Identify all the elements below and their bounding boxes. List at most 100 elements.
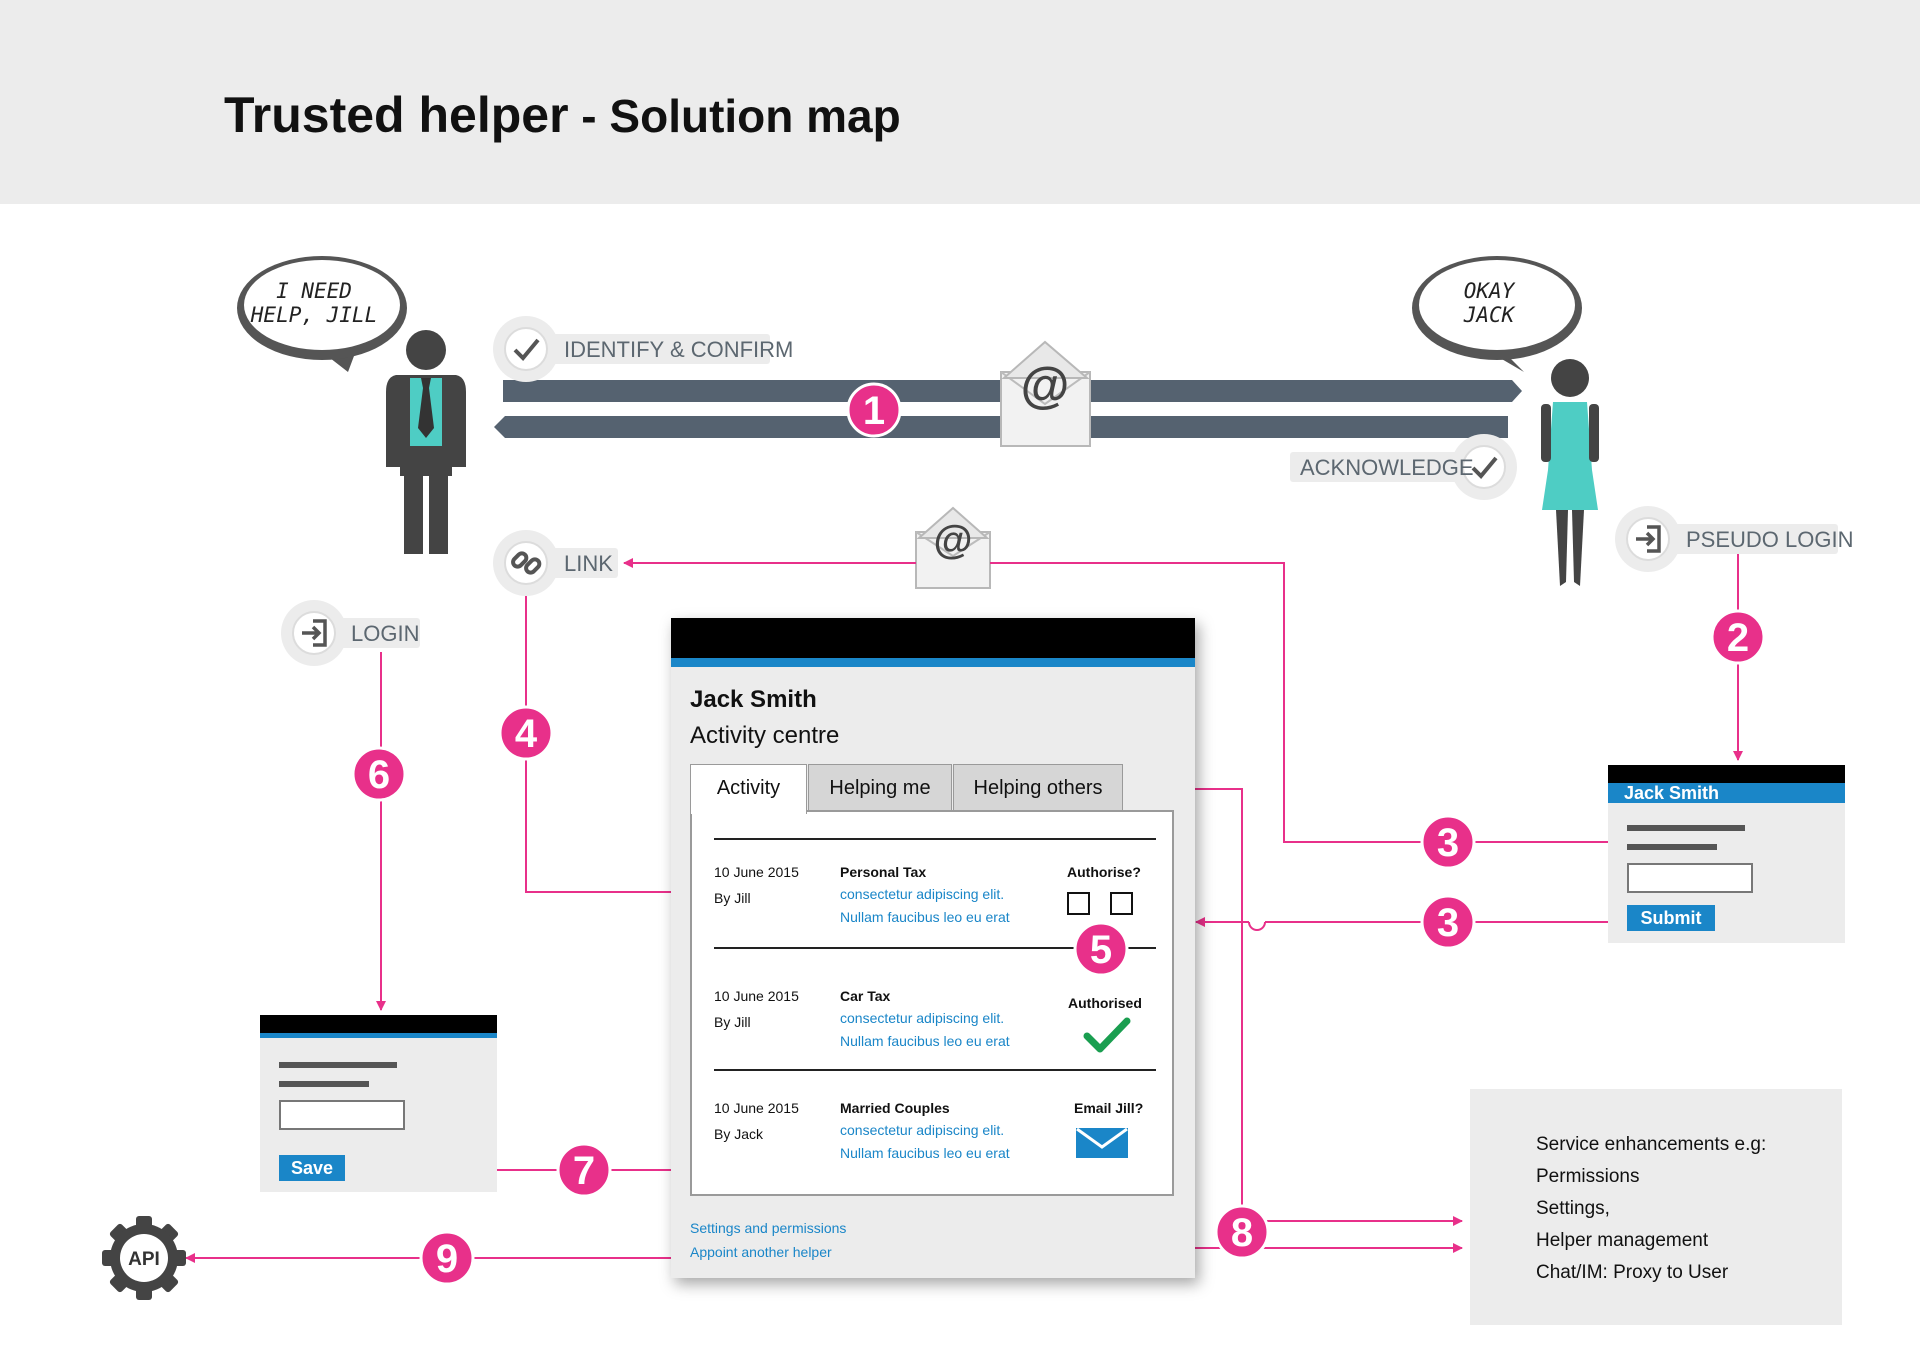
email-envelope-icon: @ (1000, 340, 1091, 447)
jill-bubble-line2: JACK (1463, 303, 1516, 327)
row-divider (714, 947, 1156, 949)
row-status-authorised: Authorised (1068, 995, 1142, 1011)
svg-text:3: 3 (1437, 901, 1459, 945)
login-enter-icon (1636, 525, 1661, 553)
authorised-check-icon (1083, 1017, 1131, 1053)
api-label: API (128, 1249, 160, 1270)
arrow-link-to-activity (525, 596, 691, 897)
form-title-bar (1608, 765, 1845, 783)
pseudo-login-badge: PSEUDO LOGIN (1615, 506, 1853, 572)
row-divider (714, 838, 1156, 840)
jill-figure-icon (1541, 359, 1599, 586)
row-date: 10 June 2015 (714, 988, 799, 1004)
form-label-bar (1627, 825, 1745, 831)
step-3-marker: 3 (1420, 894, 1476, 950)
tab-helping-me[interactable]: Helping me (808, 764, 952, 810)
row-title: Personal Tax (840, 864, 927, 880)
form-label-bar (279, 1062, 397, 1068)
appoint-helper-link[interactable]: Appoint another helper (690, 1244, 832, 1260)
row-description-line2[interactable]: Nullam faucibus leo eu erat (840, 909, 1010, 925)
jill-bubble-line1: OKAY (1464, 279, 1516, 303)
activity-centre-window: Jack Smith Activity centre Activity Help… (671, 618, 1195, 1278)
pseudo-login-label: PSEUDO LOGIN (1686, 527, 1853, 552)
svg-text:3: 3 (1437, 821, 1459, 865)
row-status-email: Email Jill? (1074, 1100, 1144, 1116)
step-9-marker: 9 (419, 1230, 475, 1286)
row-divider (714, 1069, 1156, 1071)
login-badge: LOGIN (281, 600, 420, 666)
header-band (0, 0, 1920, 204)
jack-bubble-line1: I NEED (276, 279, 352, 303)
row-status-authorise: Authorise? (1067, 864, 1141, 880)
enhancement-item: Settings, (1536, 1198, 1610, 1219)
row-author: By Jill (714, 1014, 751, 1030)
check-icon (1471, 456, 1498, 479)
enhancement-item: Helper management (1536, 1230, 1709, 1251)
activity-centre-heading: Activity centre (690, 722, 840, 749)
row-description-line2[interactable]: Nullam faucibus leo eu erat (840, 1033, 1010, 1049)
service-enhancements-box: Service enhancements e.g: Permissions Se… (1470, 1089, 1842, 1325)
authorise-checkbox-1[interactable] (1067, 892, 1090, 915)
row-description-line2[interactable]: Nullam faucibus leo eu erat (840, 1145, 1010, 1161)
settings-permissions-link[interactable]: Settings and permissions (690, 1220, 847, 1236)
jill-speech-bubble: OKAY JACK (1412, 256, 1582, 372)
pseudo-login-input[interactable] (1627, 863, 1753, 893)
tab-helping-others[interactable]: Helping others (953, 764, 1123, 810)
page-title: Trusted helper - Solution map (224, 86, 901, 144)
submit-button[interactable]: Submit (1627, 905, 1715, 931)
email-symbol-link: @ (933, 518, 972, 562)
step-1-marker: 1 (846, 382, 902, 438)
svg-text:1: 1 (863, 389, 885, 433)
enhancement-item: Chat/IM: Proxy to User (1536, 1262, 1729, 1283)
identify-confirm-badge: IDENTIFY & CONFIRM (493, 316, 793, 382)
step-2-marker: 2 (1710, 609, 1766, 665)
svg-text:9: 9 (436, 1237, 458, 1281)
email-symbol-top: @ (1021, 357, 1070, 413)
form-label-bar (279, 1081, 369, 1087)
pseudo-login-form: Jack Smith Submit (1608, 765, 1845, 943)
title-main: Trusted helper (224, 87, 569, 143)
activity-panel: 10 June 2015 By Jill Personal Tax consec… (690, 810, 1174, 1196)
jack-bubble-line2: HELP, JILL (250, 303, 377, 327)
tab-activity[interactable]: Activity (690, 764, 807, 814)
row-description-line1[interactable]: consectetur adipiscing elit. (840, 886, 1005, 902)
enhancements-heading: Service enhancements e.g: (1536, 1134, 1767, 1155)
window-accent-stripe (671, 658, 1195, 667)
title-sub: - Solution map (568, 90, 901, 142)
link-label: LINK (564, 551, 613, 576)
step-6-marker: 6 (351, 746, 407, 802)
step-8-marker: 8 (1214, 1204, 1270, 1260)
row-description-line1[interactable]: consectetur adipiscing elit. (840, 1010, 1005, 1026)
row-description-line1[interactable]: consectetur adipiscing elit. (840, 1122, 1005, 1138)
link-chain-icon (511, 551, 542, 575)
form-accent-stripe (260, 1033, 497, 1038)
row-date: 10 June 2015 (714, 864, 799, 880)
step-5-marker: 5 (1073, 921, 1129, 977)
form-title-bar (260, 1015, 497, 1033)
email-jill-icon[interactable] (1076, 1128, 1128, 1158)
row-date: 10 June 2015 (714, 1100, 799, 1116)
window-title-bar (671, 618, 1195, 658)
authorise-checkbox-2[interactable] (1110, 892, 1133, 915)
step-3-marker: 3 (1420, 814, 1476, 870)
link-badge: LINK (493, 530, 618, 596)
jack-speech-bubble: I NEED HELP, JILL (237, 256, 407, 372)
row-title: Car Tax (840, 988, 891, 1004)
email-envelope-link-icon: @ (915, 506, 991, 589)
svg-text:2: 2 (1727, 616, 1749, 660)
user-name: Jack Smith (690, 686, 817, 713)
row-title: Married Couples (840, 1100, 950, 1116)
save-button[interactable]: Save (279, 1155, 345, 1181)
form-accent-stripe (1608, 783, 1845, 803)
enhancement-item: Permissions (1536, 1166, 1640, 1187)
form-user-name: Jack Smith (1624, 783, 1720, 803)
login-input[interactable] (279, 1100, 405, 1130)
svg-text:8: 8 (1231, 1211, 1253, 1255)
identify-confirm-label: IDENTIFY & CONFIRM (564, 337, 793, 362)
svg-text:6: 6 (368, 753, 390, 797)
login-enter-icon (302, 619, 327, 647)
svg-text:4: 4 (515, 712, 538, 756)
svg-text:5: 5 (1090, 928, 1112, 972)
